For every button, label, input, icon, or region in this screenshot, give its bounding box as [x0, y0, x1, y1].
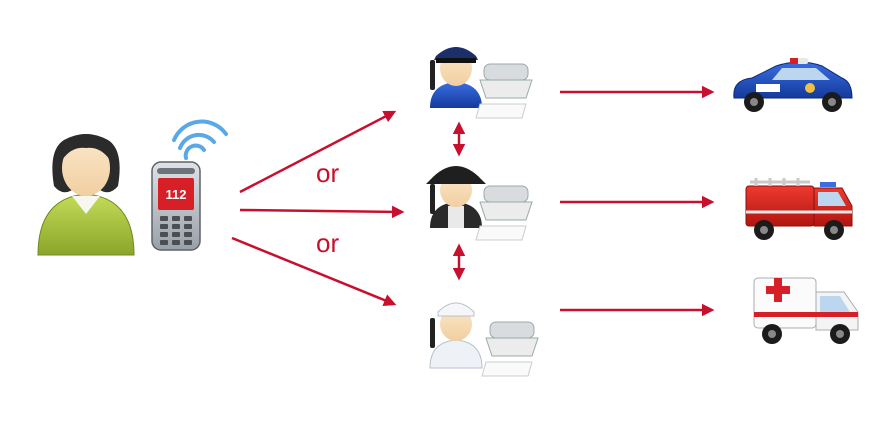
desk-phone-icon — [475, 185, 533, 241]
police-car-icon — [733, 58, 853, 112]
arrow-to-police — [239, 110, 397, 194]
or-label-bottom: or — [316, 228, 339, 258]
caller-person-icon — [37, 134, 135, 256]
arrow-to-medical — [231, 236, 397, 307]
or-label-top: or — [316, 158, 339, 188]
wireless-signal-icon — [172, 119, 228, 160]
fire-truck-icon — [745, 178, 853, 240]
police-operator-icon — [430, 47, 482, 108]
medical-operator-icon — [429, 302, 483, 369]
desk-phone-icon — [475, 63, 533, 119]
dispatch-arrows — [560, 85, 715, 317]
desk-phone-icon — [481, 321, 539, 377]
caller-arrows — [231, 110, 405, 307]
mobile-phone-icon: 112 — [151, 161, 201, 251]
phone-screen-number: 112 — [166, 187, 187, 202]
arrow-to-fire — [239, 205, 405, 219]
firefighter-operator-icon — [426, 166, 486, 228]
ambulance-icon — [753, 277, 859, 344]
